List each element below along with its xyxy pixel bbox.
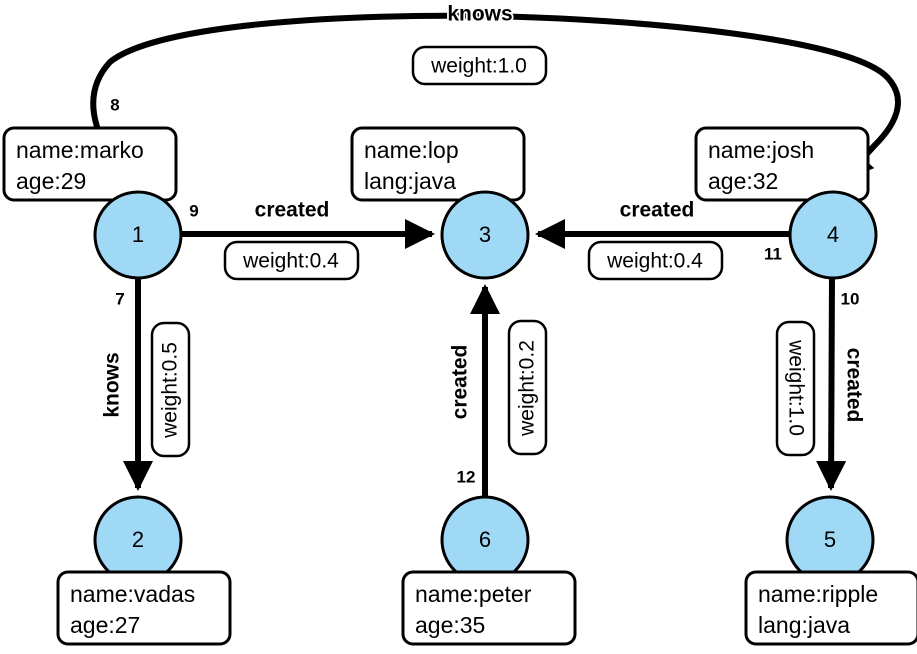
node-3[interactable]: 3 bbox=[440, 190, 530, 280]
node-1-box-shape bbox=[2, 126, 178, 202]
node-6-box-shape bbox=[401, 570, 577, 646]
node-5[interactable]: 5 bbox=[785, 495, 875, 585]
node-3-prop-line2: lang:java bbox=[364, 168, 456, 194]
node-4-box-shape bbox=[694, 126, 870, 202]
edge-8-id-label: 8 bbox=[110, 95, 119, 114]
edge-9-id-label: 9 bbox=[189, 201, 198, 220]
node-5-property-box: name:ripple lang:java bbox=[744, 570, 917, 646]
edge-7-weight-box: weight:0.5 bbox=[150, 321, 191, 458]
node-2-prop-line2: age:27 bbox=[70, 612, 140, 638]
edge-7-type-group: knows bbox=[99, 351, 126, 420]
edge-7-weight-shape bbox=[150, 321, 191, 458]
edge-12-weight-shape bbox=[507, 319, 548, 456]
edge-7-id-label: 7 bbox=[115, 289, 124, 308]
node-4-prop-line1: name:josh bbox=[708, 137, 814, 163]
node-4-property-box: name:josh age:32 bbox=[694, 126, 870, 202]
node-4-circle bbox=[788, 190, 878, 280]
node-2[interactable]: 2 bbox=[93, 495, 183, 585]
node-1-prop-line1: name:marko bbox=[16, 137, 144, 163]
node-2-prop-line1: name:vadas bbox=[70, 581, 195, 607]
edge-8-knows[interactable] bbox=[90, 12, 901, 195]
edge-12-weight-label: weight:0.2 bbox=[516, 340, 539, 437]
node-2-box-shape bbox=[56, 570, 232, 646]
edge-8-weight-label: weight:1.0 bbox=[430, 55, 527, 78]
edge-10-weight-label: weight:1.0 bbox=[784, 339, 807, 436]
edge-9-weight-box: weight:0.4 bbox=[223, 240, 360, 281]
edge-8-weight-shape bbox=[411, 45, 548, 86]
edge-10-weight-shape bbox=[775, 320, 816, 457]
edge-12-weight-box: weight:0.2 bbox=[507, 319, 548, 456]
node-1-label: 1 bbox=[132, 222, 144, 247]
node-1[interactable]: 1 bbox=[93, 190, 183, 280]
edge-12-type-label: created bbox=[449, 345, 472, 420]
node-5-label: 5 bbox=[824, 527, 836, 552]
node-5-prop-line1: name:ripple bbox=[758, 581, 878, 607]
edge-11-weight-box: weight:0.4 bbox=[587, 240, 724, 281]
node-1-prop-line2: age:29 bbox=[16, 168, 86, 194]
edge-8-type-label: knows bbox=[447, 3, 512, 26]
edge-11-weight-shape bbox=[587, 240, 724, 281]
node-2-label: 2 bbox=[132, 527, 144, 552]
node-3-property-box: name:lop lang:java bbox=[350, 126, 526, 202]
edge-10-path bbox=[816, 277, 847, 491]
edge-11-type-label: created bbox=[620, 199, 695, 222]
node-3-circle bbox=[440, 190, 530, 280]
edge-10-id-label: 10 bbox=[841, 289, 860, 308]
node-4[interactable]: 4 bbox=[788, 190, 878, 280]
edge-12-type-group: created bbox=[447, 343, 474, 421]
node-6-label: 6 bbox=[479, 527, 491, 552]
node-4-label: 4 bbox=[827, 222, 839, 247]
edge-8-path bbox=[90, 12, 901, 195]
node-6[interactable]: 6 bbox=[440, 495, 530, 585]
edge-7-type-label: knows bbox=[101, 352, 124, 417]
node-1-circle bbox=[93, 190, 183, 280]
node-5-box-shape bbox=[744, 570, 917, 646]
edge-9-type-label: created bbox=[255, 199, 330, 222]
node-2-property-box: name:vadas age:27 bbox=[56, 570, 232, 646]
node-3-box-shape bbox=[350, 126, 526, 202]
node-1-property-box: name:marko age:29 bbox=[2, 126, 178, 202]
edge-7-weight-label: weight:0.5 bbox=[159, 342, 182, 439]
edge-9-weight-shape bbox=[223, 240, 360, 281]
edge-10-type-label: created bbox=[842, 348, 865, 423]
edge-10-weight-box: weight:1.0 bbox=[775, 320, 816, 457]
node-5-prop-line2: lang:java bbox=[758, 612, 850, 638]
edge-10-created[interactable] bbox=[816, 277, 847, 491]
node-6-prop-line2: age:35 bbox=[415, 612, 485, 638]
edge-12-id-label: 12 bbox=[457, 467, 476, 486]
node-4-prop-line2: age:32 bbox=[708, 168, 778, 194]
edge-10-type-group: created bbox=[841, 346, 868, 424]
edge-11-id-label: 11 bbox=[764, 244, 782, 263]
edge-8-weight-box: weight:1.0 bbox=[411, 45, 548, 86]
node-3-label: 3 bbox=[479, 222, 491, 247]
node-6-prop-line1: name:peter bbox=[415, 581, 532, 607]
node-6-property-box: name:peter age:35 bbox=[401, 570, 577, 646]
node-3-prop-line1: name:lop bbox=[364, 137, 459, 163]
edge-9-weight-label: weight:0.4 bbox=[242, 250, 339, 273]
edge-11-weight-label: weight:0.4 bbox=[606, 250, 703, 273]
